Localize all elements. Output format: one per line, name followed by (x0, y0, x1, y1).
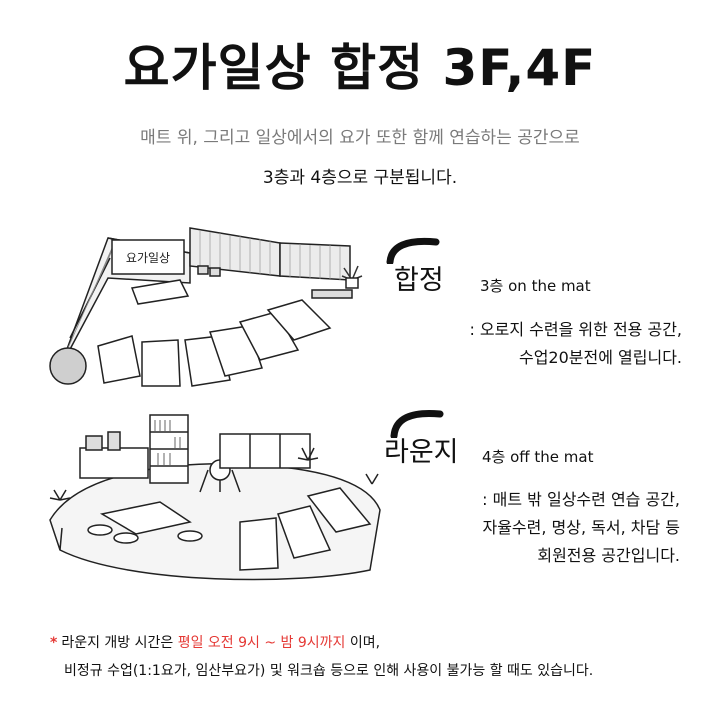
studio-3f-illustration: 요가일상 (49, 227, 363, 387)
section-desc-3f-line-2: 수업20분전에 열립니다. (518, 348, 682, 367)
section-title-hapjeong: 합정 (394, 265, 444, 296)
sign-yogailsang: 요가일상 (126, 251, 170, 265)
section-title-lounge: 라운지 (384, 437, 459, 468)
section-desc-4f-line-1: : 매트 밖 일상수련 연습 공간, (482, 490, 680, 509)
asterisk-icon: * (50, 635, 58, 651)
subtitle-line-1: 매트 위, 그리고 일상에서의 요가 또한 함께 연습하는 공간으로 (140, 128, 580, 148)
footer-line-1: *라운지 개방 시간은 평일 오전 9시 ~ 밤 9시까지 이며, (50, 632, 380, 652)
subtitle-line-2: 3층과 4층으로 구분됩니다. (262, 168, 458, 188)
footer-line-2: 비정규 수업(1:1요가, 임산부요가) 및 워크숍 등으로 인해 사용이 불가… (64, 663, 594, 679)
lounge-4f-illustration (49, 414, 381, 581)
footer-hours-highlight: 평일 오전 9시 ~ 밤 9시까지 (177, 635, 346, 651)
arc-decoration-lounge (390, 409, 444, 438)
section-floor-3f: 3층 on the mat (480, 277, 591, 295)
page-title: 요가일상 합정 3F,4F (123, 39, 597, 97)
section-floor-4f: 4층 off the mat (482, 448, 594, 466)
footer-line-1-pre: 라운지 개방 시간은 (61, 635, 178, 651)
section-desc-4f-line-3: 회원전용 공간입니다. (537, 546, 680, 565)
arc-decoration-hapjeong (386, 237, 440, 264)
section-desc-4f-line-2: 자율수련, 명상, 독서, 차담 등 (482, 518, 680, 537)
section-desc-3f-line-1: : 오로지 수련을 위한 전용 공간, (469, 320, 682, 339)
footer-line-1-post: 이며, (345, 635, 381, 651)
